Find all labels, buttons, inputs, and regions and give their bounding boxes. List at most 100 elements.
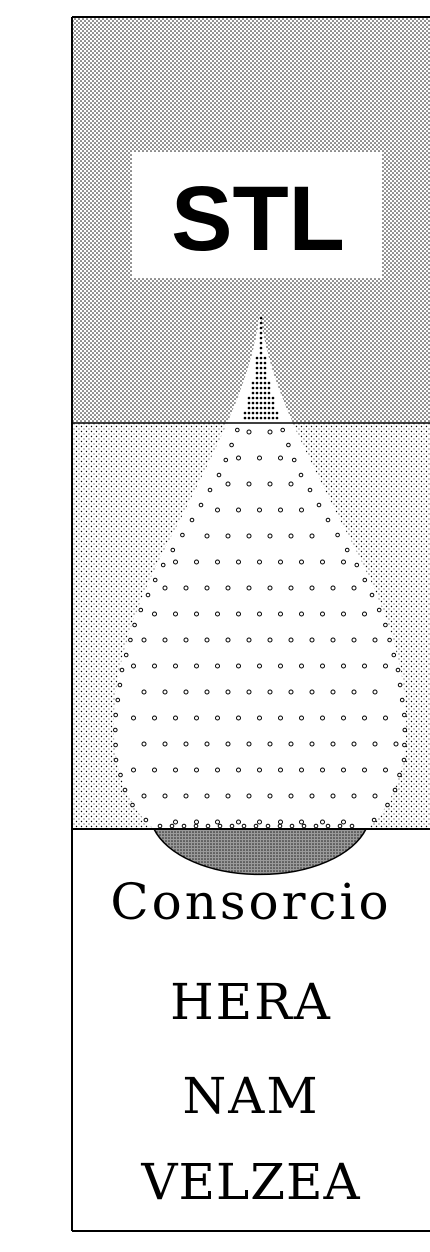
drop-dot — [310, 534, 314, 538]
drop-dot — [279, 560, 283, 564]
drop-dot — [352, 794, 356, 798]
drop-dot — [289, 742, 293, 746]
drop-dot — [133, 623, 137, 627]
drop-dot — [264, 377, 267, 380]
drop-dot — [153, 768, 157, 772]
drop-dot — [205, 638, 209, 642]
drop-dot — [194, 824, 198, 828]
drop-dot — [195, 820, 199, 824]
drop-dot — [393, 788, 397, 792]
drop-dot — [226, 690, 230, 694]
drop-dot — [300, 664, 304, 668]
drop-dot — [260, 352, 263, 355]
drop-dot — [268, 586, 272, 590]
drop-dot — [326, 518, 330, 522]
drop-dot — [237, 820, 241, 824]
drop-dot — [287, 443, 291, 447]
drop-dot — [131, 803, 135, 807]
drop-dot — [300, 612, 304, 616]
drop-dot — [321, 716, 325, 720]
drop-dot — [300, 508, 304, 512]
drop-dot — [342, 612, 346, 616]
drop-dot — [260, 332, 263, 335]
drop-dot — [258, 560, 262, 564]
drop-dot — [247, 586, 251, 590]
drop-dot — [342, 768, 346, 772]
drop-dot — [248, 402, 251, 405]
drop-dot — [247, 638, 251, 642]
drop-dot — [226, 742, 230, 746]
drop-dot — [247, 742, 251, 746]
drop-dot — [321, 560, 325, 564]
drop-dot — [184, 586, 188, 590]
drop-dot — [300, 820, 304, 824]
drop-dot — [114, 713, 118, 717]
drop-dot — [174, 820, 178, 824]
drop-dot — [163, 742, 167, 746]
drop-dot — [226, 534, 230, 538]
drop-dot — [363, 664, 367, 668]
drop-dot — [264, 387, 267, 390]
drop-dot — [205, 690, 209, 694]
drop-dot — [268, 417, 271, 420]
drop-dot — [350, 824, 354, 828]
drop-dot — [142, 638, 146, 642]
drop-dot — [342, 820, 346, 824]
drop-dot — [129, 638, 133, 642]
drop-dot — [336, 533, 340, 537]
drop-dot — [264, 367, 267, 370]
drop-dot — [264, 417, 267, 420]
drop-dot — [281, 428, 285, 432]
drop-dot — [242, 824, 246, 828]
caption-line-velzea: VELZEA — [72, 1157, 430, 1207]
drop-dot — [300, 560, 304, 564]
drop-dot — [264, 382, 267, 385]
drop-dot — [388, 638, 392, 642]
drop-dot — [216, 508, 220, 512]
drop-dot — [248, 412, 251, 415]
drop-dot — [163, 638, 167, 642]
drop-dot — [402, 758, 406, 762]
drop-dot — [264, 412, 267, 415]
drop-dot — [252, 392, 255, 395]
drop-dot — [252, 412, 255, 415]
drop-dot — [268, 638, 272, 642]
drop-dot — [268, 430, 272, 434]
drop-dot — [226, 482, 230, 486]
drop-dot — [205, 534, 209, 538]
drop-dot — [299, 473, 303, 477]
drop-dot — [264, 362, 267, 365]
drop-dot — [163, 794, 167, 798]
drop-dot — [258, 508, 262, 512]
drop-dot — [208, 488, 212, 492]
drop-dot — [216, 768, 220, 772]
drop-dot — [386, 803, 390, 807]
drop-dot — [174, 716, 178, 720]
drop-dot — [373, 690, 377, 694]
drop-dot — [195, 560, 199, 564]
drop-dot — [248, 407, 251, 410]
drop-dot — [310, 586, 314, 590]
drop-dot — [174, 612, 178, 616]
drop-dot — [252, 387, 255, 390]
drop-dot — [161, 563, 165, 567]
drop-dot — [144, 818, 148, 822]
drop-dot — [256, 417, 259, 420]
drop-dot — [268, 407, 271, 410]
drop-dot — [272, 412, 275, 415]
drop-dot — [352, 586, 356, 590]
drop-dot — [384, 623, 388, 627]
drop-dot — [247, 794, 251, 798]
drop-dot — [372, 818, 376, 822]
drop-dot — [216, 612, 220, 616]
drop-dot — [256, 392, 259, 395]
logo-text: STL — [171, 168, 345, 270]
drop-dot — [124, 653, 128, 657]
drop-dot — [260, 317, 263, 320]
drop-dot — [139, 608, 143, 612]
drop-dot — [276, 417, 279, 420]
drop-dot — [264, 357, 267, 360]
drop-dot — [279, 768, 283, 772]
